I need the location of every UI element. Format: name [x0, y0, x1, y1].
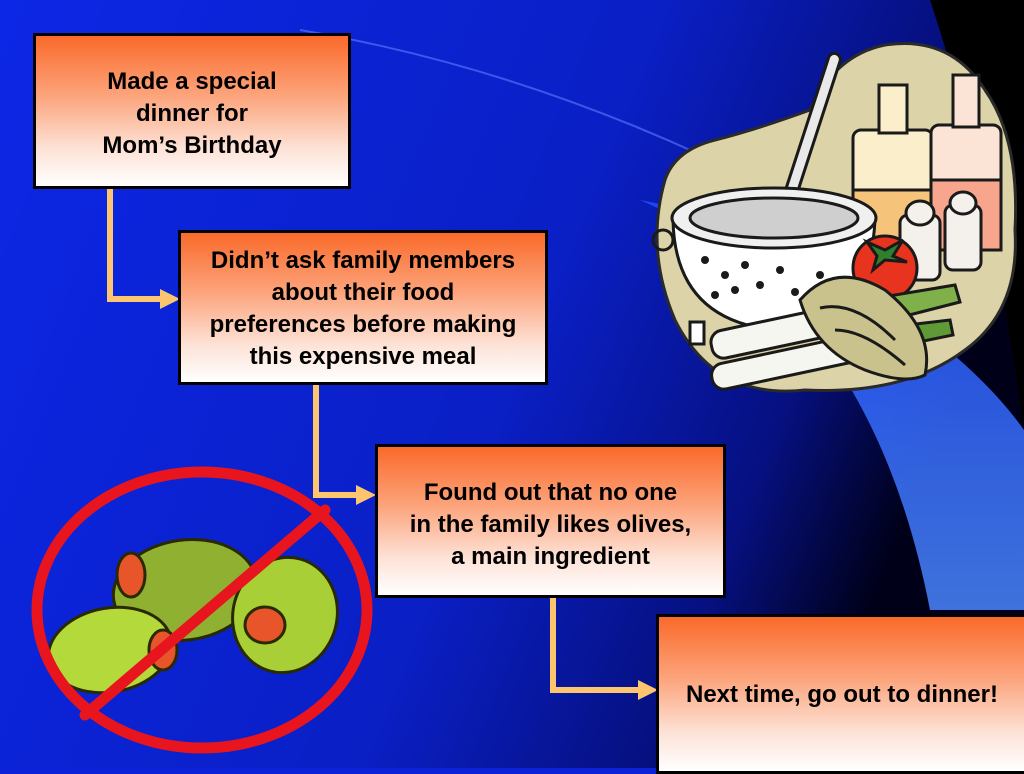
flow-step-2: Didn’t ask family members about their fo… — [178, 230, 548, 385]
accent-curve-shape — [640, 200, 1024, 610]
flow-step-3: Found out that no one in the family like… — [375, 444, 726, 598]
flow-step-3-text: Found out that no one in the family like… — [409, 479, 692, 570]
flow-step-2-text: Didn’t ask family members about their fo… — [209, 246, 517, 370]
dark-corner-shape — [930, 0, 1024, 430]
arrow-step3-to-step4 — [550, 598, 640, 693]
flow-step-1: Made a special dinner for Mom’s Birthday — [33, 33, 351, 189]
arrow-step1-to-step2 — [107, 189, 162, 302]
arrow-step2-to-step3 — [313, 385, 358, 498]
flow-step-4-text: Next time, go out to dinner! — [686, 681, 998, 708]
flow-step-4: Next time, go out to dinner! — [656, 614, 1024, 774]
flow-step-1-text: Made a special dinner for Mom’s Birthday — [102, 68, 282, 159]
cooking-ingredients-icon — [651, 41, 1018, 393]
no-olives-icon — [31, 466, 373, 754]
